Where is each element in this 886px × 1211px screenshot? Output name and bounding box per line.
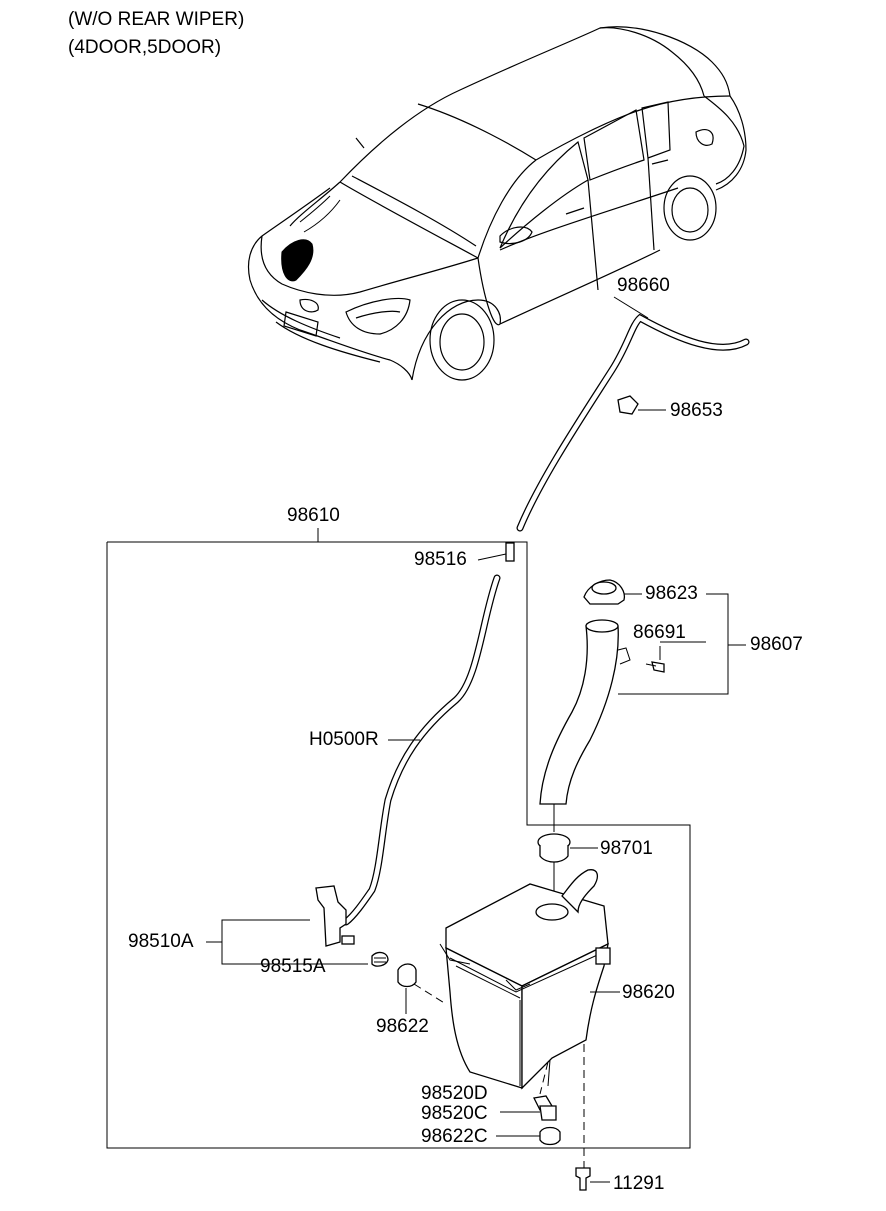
- connector-icon: [505, 542, 515, 562]
- header-line-1: (W/O REAR WIPER): [68, 9, 245, 30]
- part-98515A-label: 98515A: [260, 956, 326, 977]
- pump-icon: [315, 885, 347, 947]
- car-illustration: [247, 26, 747, 381]
- clip-icon: [617, 395, 639, 415]
- part-98610-label: 98610: [287, 505, 340, 526]
- reservoir-icon: [439, 869, 611, 1090]
- part-98653-label: 98653: [670, 400, 723, 421]
- part-86691-label: 86691: [633, 622, 686, 643]
- grommet-98622-icon: [397, 963, 417, 988]
- filter-icon: [371, 951, 389, 967]
- part-11291-label: 11291: [613, 1173, 665, 1194]
- nozzle-98520C-icon: [539, 1105, 557, 1121]
- part-98622C-label: 98622C: [421, 1126, 488, 1147]
- part-98520D-label: 98520D: [421, 1083, 488, 1104]
- part-98623-label: 98623: [645, 583, 698, 604]
- filler-neck-icon: [539, 625, 619, 805]
- screw-icon: [651, 661, 665, 673]
- assembly-box: [106, 541, 691, 1149]
- part-98607-label: 98607: [750, 634, 803, 655]
- part-98660-label: 98660: [617, 275, 670, 296]
- part-98701-label: 98701: [600, 838, 653, 859]
- part-98510A-label: 98510A: [128, 931, 194, 952]
- header-line-2: (4DOOR,5DOOR): [68, 37, 222, 58]
- grommet-98622C-icon: [539, 1126, 561, 1146]
- bolt-icon: [575, 1167, 591, 1191]
- part-98516-label: 98516: [414, 549, 467, 570]
- part-H0500R-label: H0500R: [309, 729, 379, 750]
- part-98620-label: 98620: [622, 982, 675, 1003]
- part-98622-label: 98622: [376, 1016, 429, 1037]
- part-98520C-label: 98520C: [421, 1103, 488, 1124]
